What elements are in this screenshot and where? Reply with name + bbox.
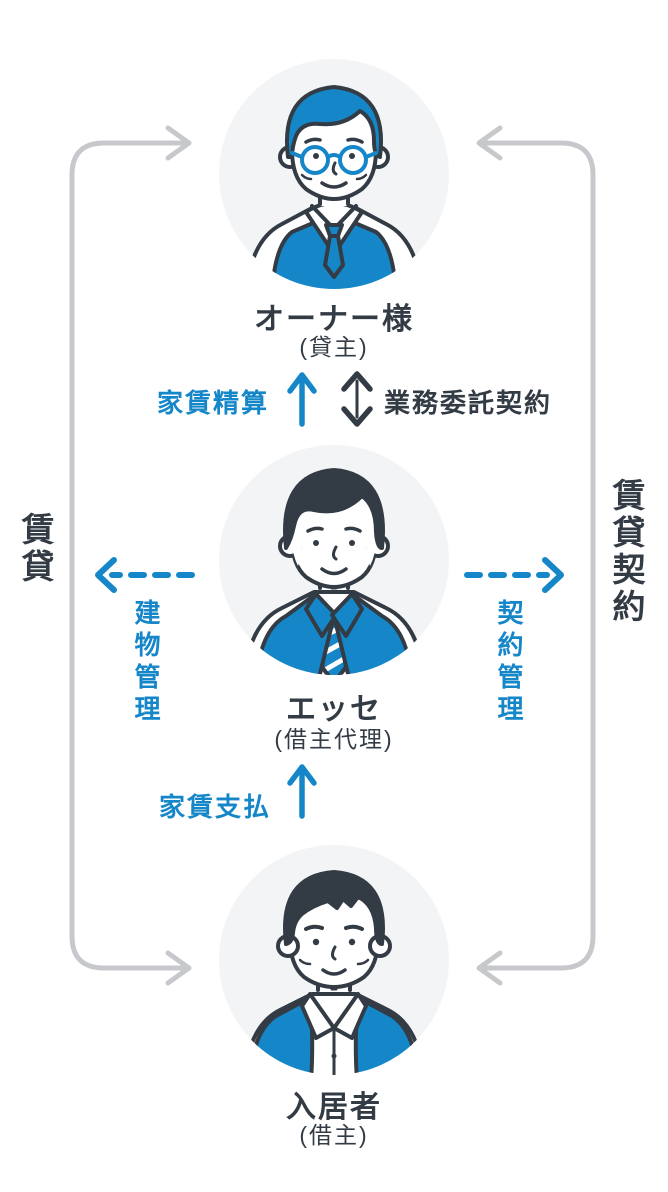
rent-payment-label: 家賃支払 <box>159 792 272 822</box>
owner-role: (貸主) <box>299 334 369 360</box>
lease-contract-bracket-arrow <box>476 125 596 986</box>
agent-avatar <box>219 445 449 675</box>
rent-payment-arrow-icon <box>287 764 317 819</box>
lease-bracket-arrow <box>69 125 192 986</box>
outsourcing-contract-label: 業務委託契約 <box>384 388 553 418</box>
building-management-dashed-arrow-icon <box>95 557 195 593</box>
building-management-label: 建物管理 <box>131 599 161 727</box>
contract-management-dashed-arrow-icon <box>464 557 564 593</box>
rent-settlement-arrow-icon <box>287 372 317 427</box>
agent-role: (借主代理) <box>274 726 394 752</box>
lease-contract-label: 賃貸契約 <box>608 478 645 626</box>
rent-settlement-label: 家賃精算 <box>157 388 270 418</box>
tenant-name: 入居者 <box>286 1091 382 1124</box>
owner-name: オーナー様 <box>254 303 414 336</box>
outsourcing-contract-double-arrow-icon <box>341 371 373 427</box>
tenant-avatar <box>219 845 449 1075</box>
owner-avatar <box>219 59 449 289</box>
contract-management-label: 契約管理 <box>494 599 524 727</box>
lease-label: 賃貸 <box>17 512 54 586</box>
tenant-role: (借主) <box>299 1122 369 1148</box>
agent-name: エッセ <box>286 693 382 726</box>
